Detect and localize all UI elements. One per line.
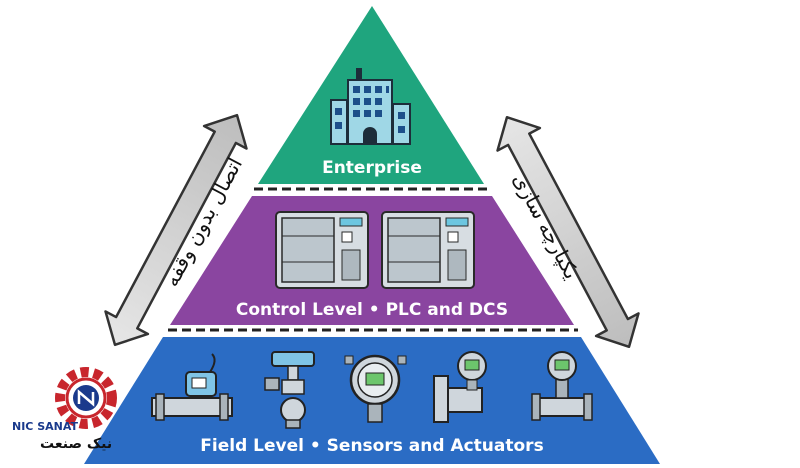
enterprise-building-icon xyxy=(330,68,411,145)
gear-icon xyxy=(55,367,117,429)
logo-name-fa: نیک صنعت xyxy=(40,436,112,452)
control-level-label: Control Level • PLC and DCS xyxy=(236,300,508,320)
plc-cabinet-icon xyxy=(381,211,475,289)
flow-meter-icon xyxy=(531,351,593,421)
control-valve-icon xyxy=(264,351,315,429)
right-double-arrow xyxy=(496,115,640,349)
pressure-transmitter-icon xyxy=(433,351,487,423)
logo-name-en: NIC SANAT xyxy=(12,420,79,433)
enterprise-label: Enterprise xyxy=(322,158,422,178)
pressure-transmitter-icon xyxy=(344,354,407,423)
field-level-label: Field Level • Sensors and Actuators xyxy=(200,436,543,456)
plc-cabinet-icon xyxy=(275,211,369,289)
left-double-arrow xyxy=(104,113,248,347)
flow-meter-icon xyxy=(151,353,233,421)
nic-sanat-logo: NIC SANAT نیک صنعت xyxy=(12,367,117,452)
